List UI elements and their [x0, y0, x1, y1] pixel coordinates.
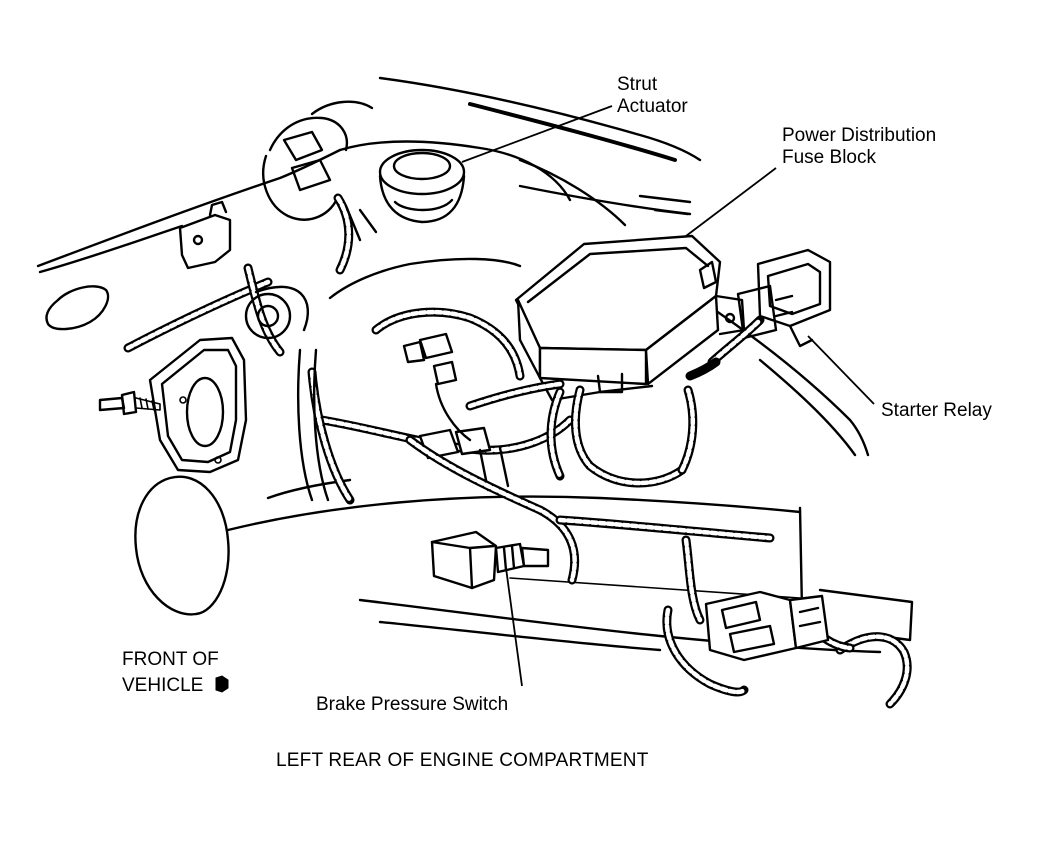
starter-relay-leader [807, 335, 875, 405]
callout-labels: Strut Actuator Power Distribution Fuse B… [122, 74, 992, 715]
strut-actuator-leader [461, 105, 613, 163]
fuse-block-leader [685, 167, 777, 237]
brake-pressure-switch [430, 530, 550, 590]
starter-relay [707, 248, 832, 367]
diagram-caption: LEFT REAR OF ENGINE COMPARTMENT [276, 750, 649, 771]
fuse-block-label-line2: Fuse Block [782, 147, 876, 168]
brake-pressure-switch-label: Brake Pressure Switch [316, 694, 508, 715]
fuse-block-label-line1: Power Distribution [782, 125, 936, 146]
bolt [98, 390, 161, 416]
lower-right-connectors [704, 590, 830, 662]
main-harness [296, 307, 721, 505]
strut-actuator [262, 100, 466, 275]
leader-lines [461, 105, 875, 687]
front-arrow-icon [215, 675, 229, 693]
brake-pressure-switch-leader [505, 567, 523, 687]
strut-actuator-label-line2: Actuator [617, 96, 688, 117]
lower-harness [405, 435, 912, 709]
front-of-vehicle-label-line2: VEHICLE [122, 675, 203, 696]
starter-relay-label: Starter Relay [881, 400, 992, 421]
front-of-vehicle-label-line1: FRONT OF [122, 649, 219, 670]
left-harness [123, 263, 309, 357]
fuse-block [514, 234, 746, 402]
mount-plate [148, 336, 248, 474]
strut-actuator-label-line1: Strut [617, 74, 658, 95]
